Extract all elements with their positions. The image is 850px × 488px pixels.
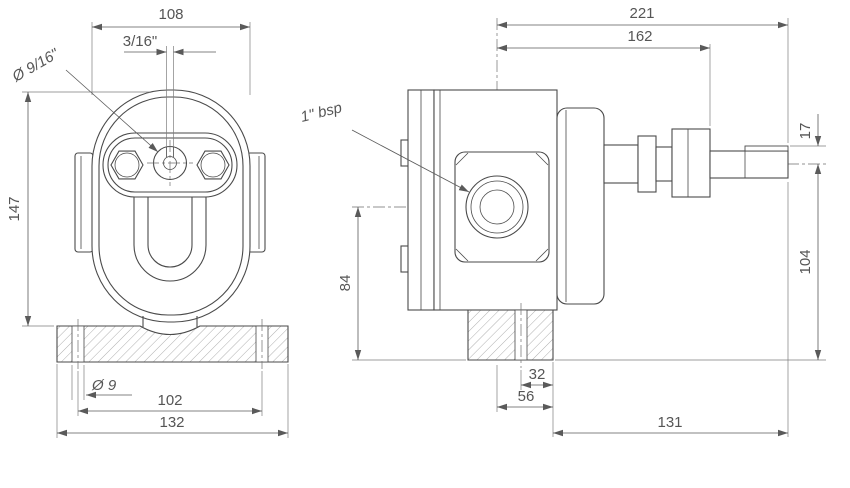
leader-shaft-dia xyxy=(65,69,159,153)
side-shaft-key xyxy=(744,145,789,152)
side-base-foot xyxy=(467,309,554,361)
side-port-bore-circle xyxy=(479,189,515,225)
dim-side-hole-to-edge: 32 xyxy=(529,366,546,383)
front-body-outline xyxy=(91,89,251,323)
side-shaft-stub xyxy=(603,144,639,184)
front-base-foot xyxy=(56,325,289,363)
dim-front-base-width: 132 xyxy=(159,414,184,431)
boss-corner-tick xyxy=(535,152,549,166)
front-horseshoe-outer xyxy=(133,197,207,282)
front-left-hex-nut xyxy=(110,150,144,180)
side-gland-nut xyxy=(637,135,657,193)
dim-front-hole-spacing: 102 xyxy=(157,392,182,409)
side-view xyxy=(352,18,826,368)
front-left-lug xyxy=(74,152,94,253)
boss-corner-tick xyxy=(455,248,469,262)
side-coupling-block xyxy=(671,128,711,198)
front-left-bolt-boss xyxy=(114,152,140,178)
side-port-mid-circle xyxy=(470,180,524,234)
dim-front-shaft-dia: Ø 9/16" xyxy=(9,45,63,86)
front-view xyxy=(56,89,289,369)
dim-front-hole-dia: Ø 9 xyxy=(91,377,117,394)
front-flange-inner-contour xyxy=(107,137,233,193)
dim-front-keyway: 3/16" xyxy=(123,33,158,50)
side-bearing-housing xyxy=(556,107,605,305)
front-right-bolt-boss xyxy=(200,152,226,178)
leader-port xyxy=(351,129,470,193)
dim-side-overall-length: 221 xyxy=(629,5,654,22)
side-port-boss xyxy=(454,151,550,263)
dim-side-key-height: 17 xyxy=(797,123,814,140)
boss-corner-tick xyxy=(455,152,469,166)
side-shaft-spacer xyxy=(655,146,673,182)
side-port-outer-circle xyxy=(465,175,529,239)
dim-side-port-height: 84 xyxy=(337,275,354,292)
front-right-hex-nut xyxy=(196,150,230,180)
dim-side-body-length: 162 xyxy=(627,28,652,45)
dim-front-height: 147 xyxy=(6,196,23,221)
dim-side-port-label: 1" bsp xyxy=(299,99,344,126)
side-dimensions: 221 162 1" bsp 84 17 104 32 56 131 xyxy=(299,5,826,437)
boss-corner-tick xyxy=(535,248,549,262)
dim-side-shaft-height: 104 xyxy=(797,249,814,274)
side-output-shaft xyxy=(709,150,789,179)
front-horseshoe-inner xyxy=(147,197,193,268)
dim-side-shaft-length: 131 xyxy=(657,414,682,431)
dim-side-center-to-edge: 56 xyxy=(518,388,535,405)
dim-front-body-width: 108 xyxy=(158,6,183,23)
front-body-inner-contour xyxy=(98,96,244,316)
